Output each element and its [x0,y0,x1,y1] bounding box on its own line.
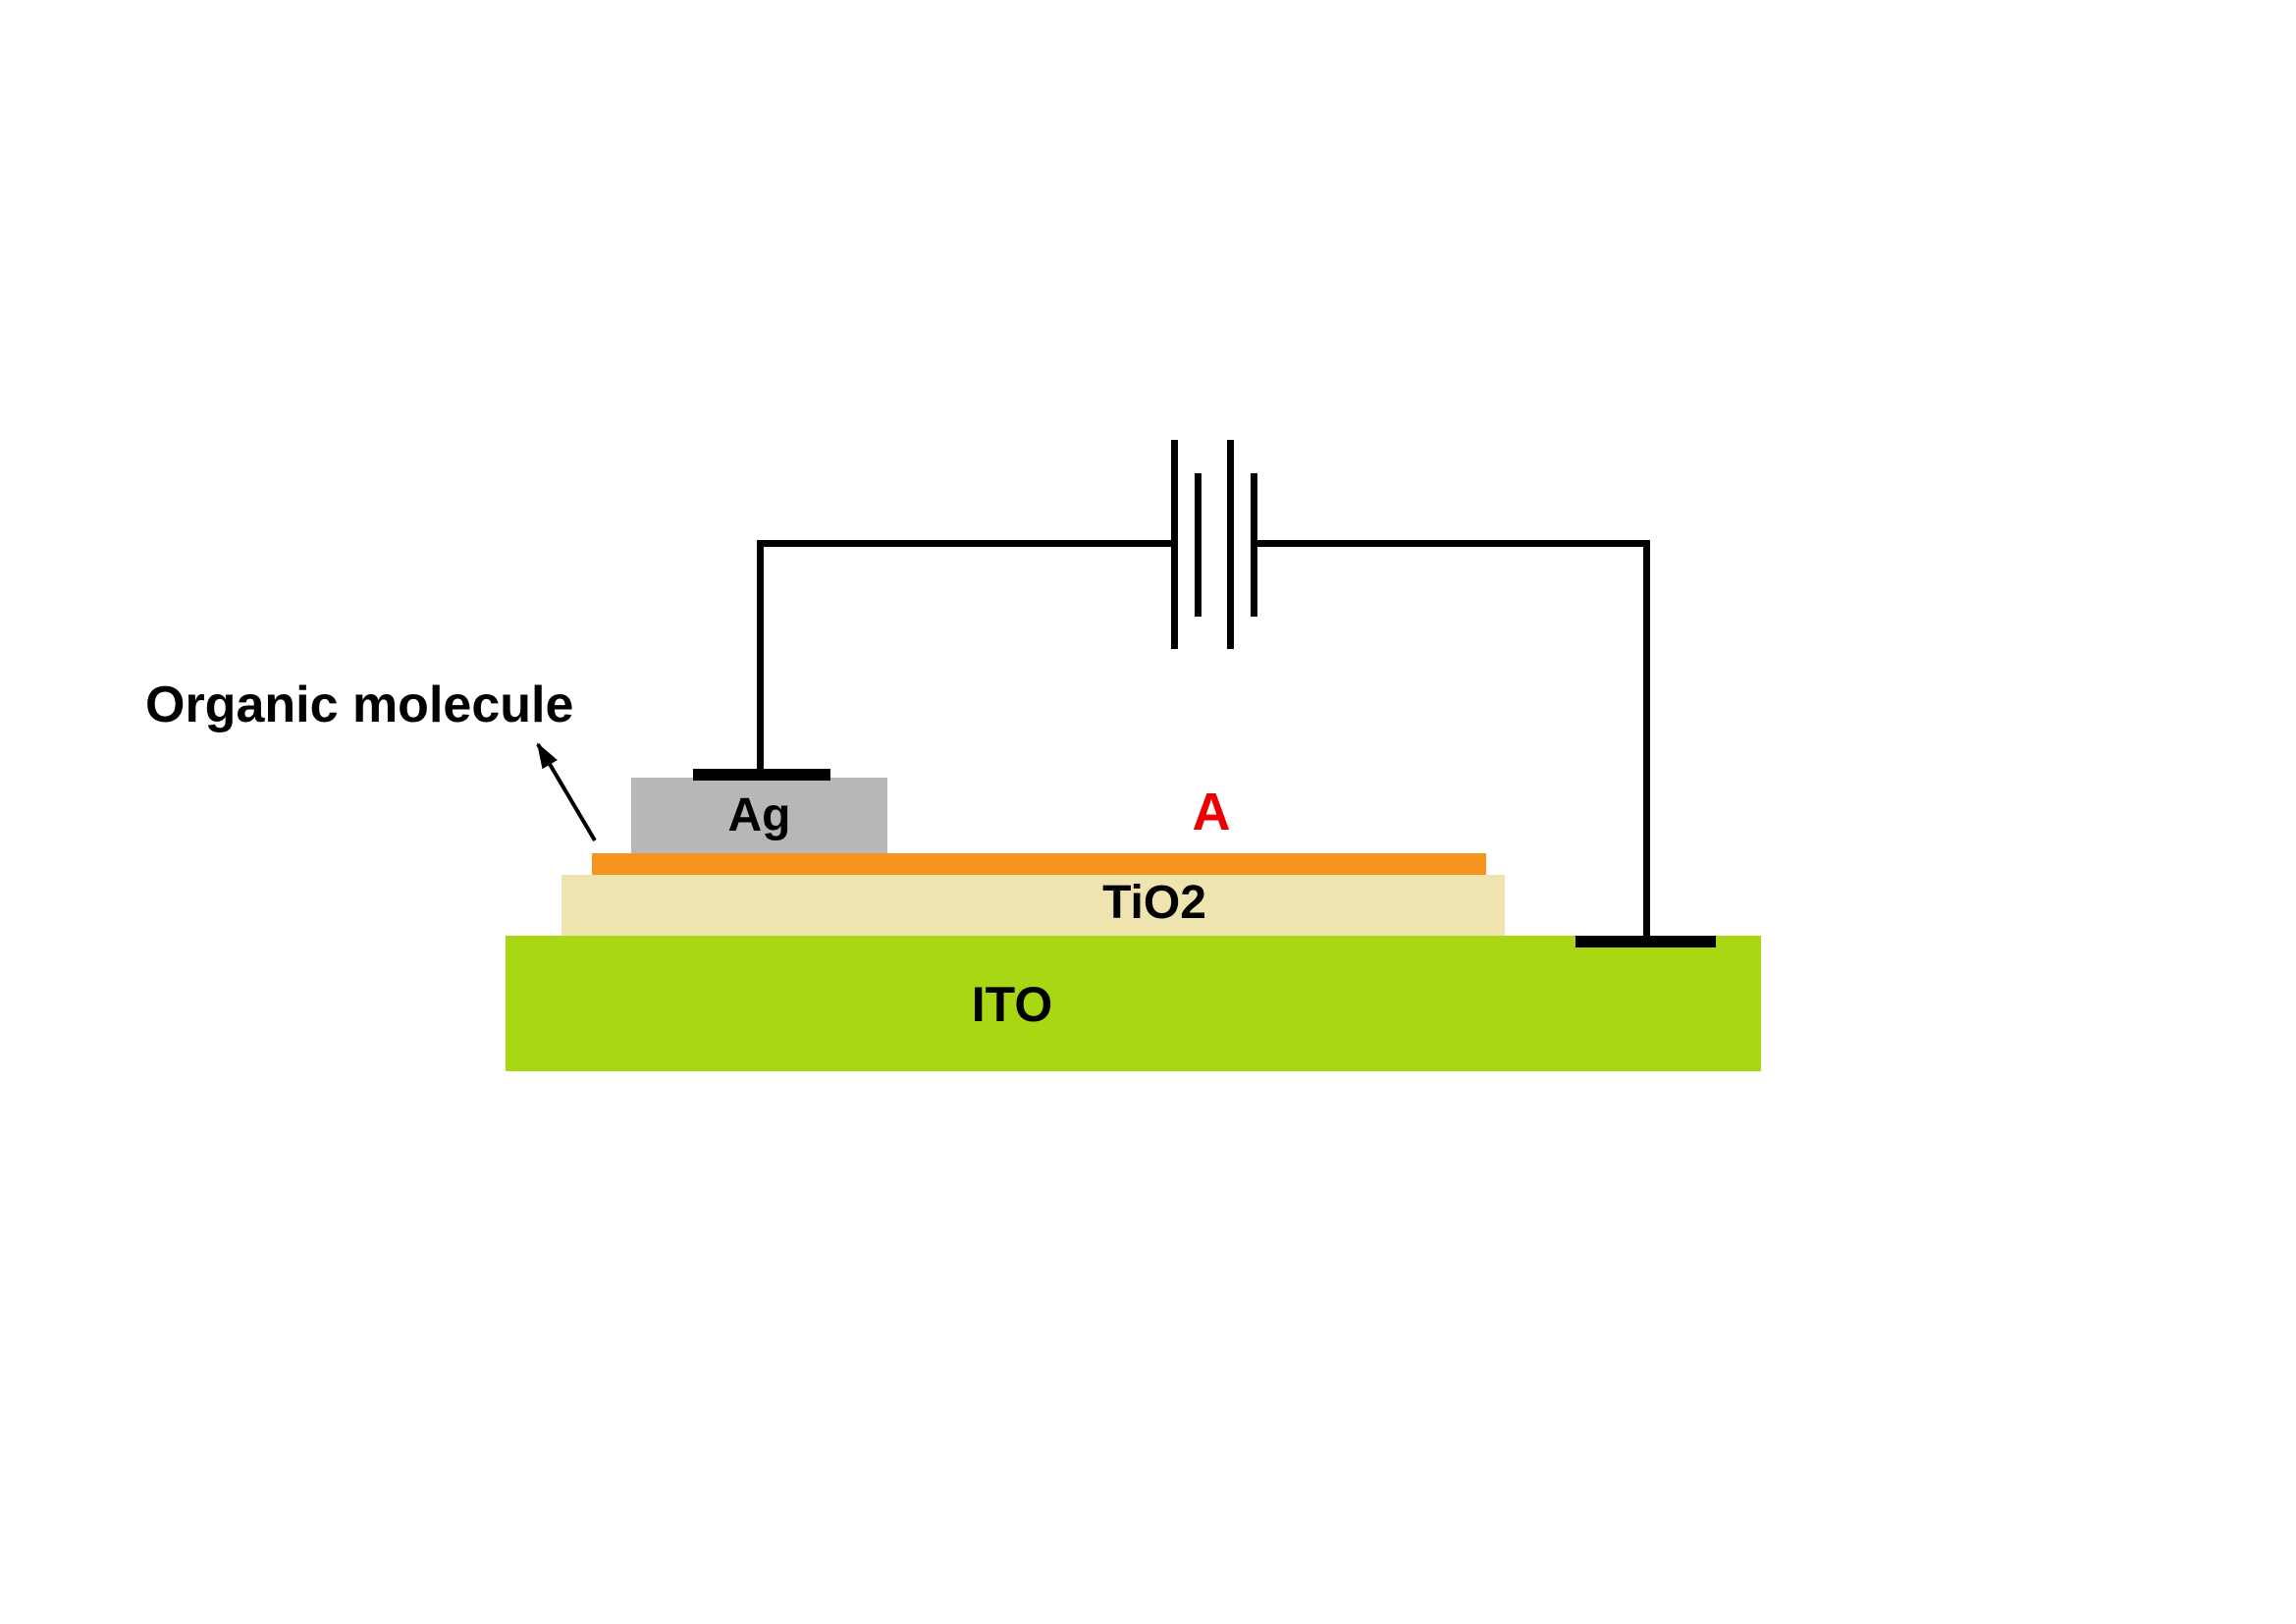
tio2-layer-label: TiO2 [1102,877,1206,929]
battery-plate-long [1227,440,1234,649]
ag-contact-tick [693,769,830,781]
wire-top-left [757,540,1174,547]
tio2-layer [561,875,1505,936]
ammeter-label: A [1192,783,1231,841]
organic-molecule-layer [592,853,1486,875]
wire-top-right [1254,540,1650,547]
ito-layer [506,936,1761,1071]
wire-right-vertical [1643,543,1650,946]
wire-left-vertical [757,543,764,775]
battery-plate-short [1195,473,1201,617]
organic-molecule-annotation: Organic molecule [145,677,574,733]
battery-plate-long [1171,440,1178,649]
ag-electrode-label: Ag [727,788,791,841]
ag-electrode: Ag [631,778,887,853]
ito-layer-label: ITO [971,977,1053,1032]
battery-plate-short [1251,473,1257,617]
